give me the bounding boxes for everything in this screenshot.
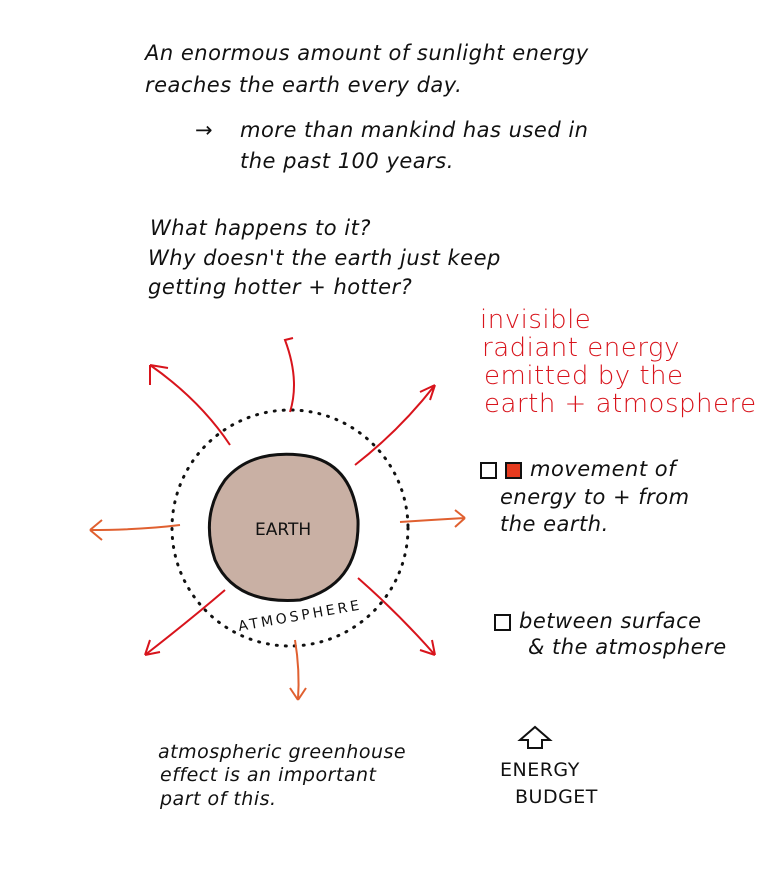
red-note-2: radiant energy [482,333,680,363]
question-3: getting hotter + hotter? [148,275,413,299]
arrow-left [89,519,181,541]
earth-label: EARTH [255,520,311,540]
question-1: What happens to it? [150,216,372,240]
budget-line2: BUDGET [515,786,598,808]
note-movement: movement of [480,454,676,484]
arrow-downleft [144,589,226,656]
red-note-3: emitted by the [484,361,684,391]
note-surface: between surface [494,606,702,636]
intro-line2: reaches the earth every day. [145,73,463,97]
arrow-down [289,639,307,701]
note-1-line2: energy to + from [500,485,690,509]
greenhouse-1: atmospheric greenhouse [158,741,407,763]
intro-arrow: → [195,118,214,142]
greenhouse-2: effect is an important [160,764,377,786]
note-2-line2: & the atmosphere [528,635,727,659]
atmosphere-label: ATMOSPHERE [237,597,363,635]
arrow-upleft [149,364,231,446]
intro-sub2: the past 100 years. [240,149,454,173]
intro-line1: An enormous amount of sunlight energy [145,41,589,65]
emission-arrows [89,337,466,701]
red-note-1: invisible [480,305,592,335]
checkbox-filled-icon [505,461,522,479]
question-2: Why doesn't the earth just keep [148,246,501,270]
arrow-up [283,337,295,413]
checkbox-empty-icon [480,461,497,479]
arrow-downright [357,577,436,656]
budget-line1: ENERGY [500,759,580,781]
checkbox-empty-icon [494,613,511,631]
atmosphere-circle [170,408,410,648]
greenhouse-3: part of this. [160,788,277,810]
arrow-upright [354,384,436,466]
note-1-line1: movement of [530,457,676,481]
note-1-line3: the earth. [500,512,609,536]
note-2-line1: between surface [519,609,702,633]
arrow-right [399,509,466,528]
earth-shape [207,452,360,602]
red-note-4: earth + atmosphere [484,389,757,419]
up-arrow-icon [517,725,553,749]
intro-sub1: more than mankind has used in [240,118,589,142]
